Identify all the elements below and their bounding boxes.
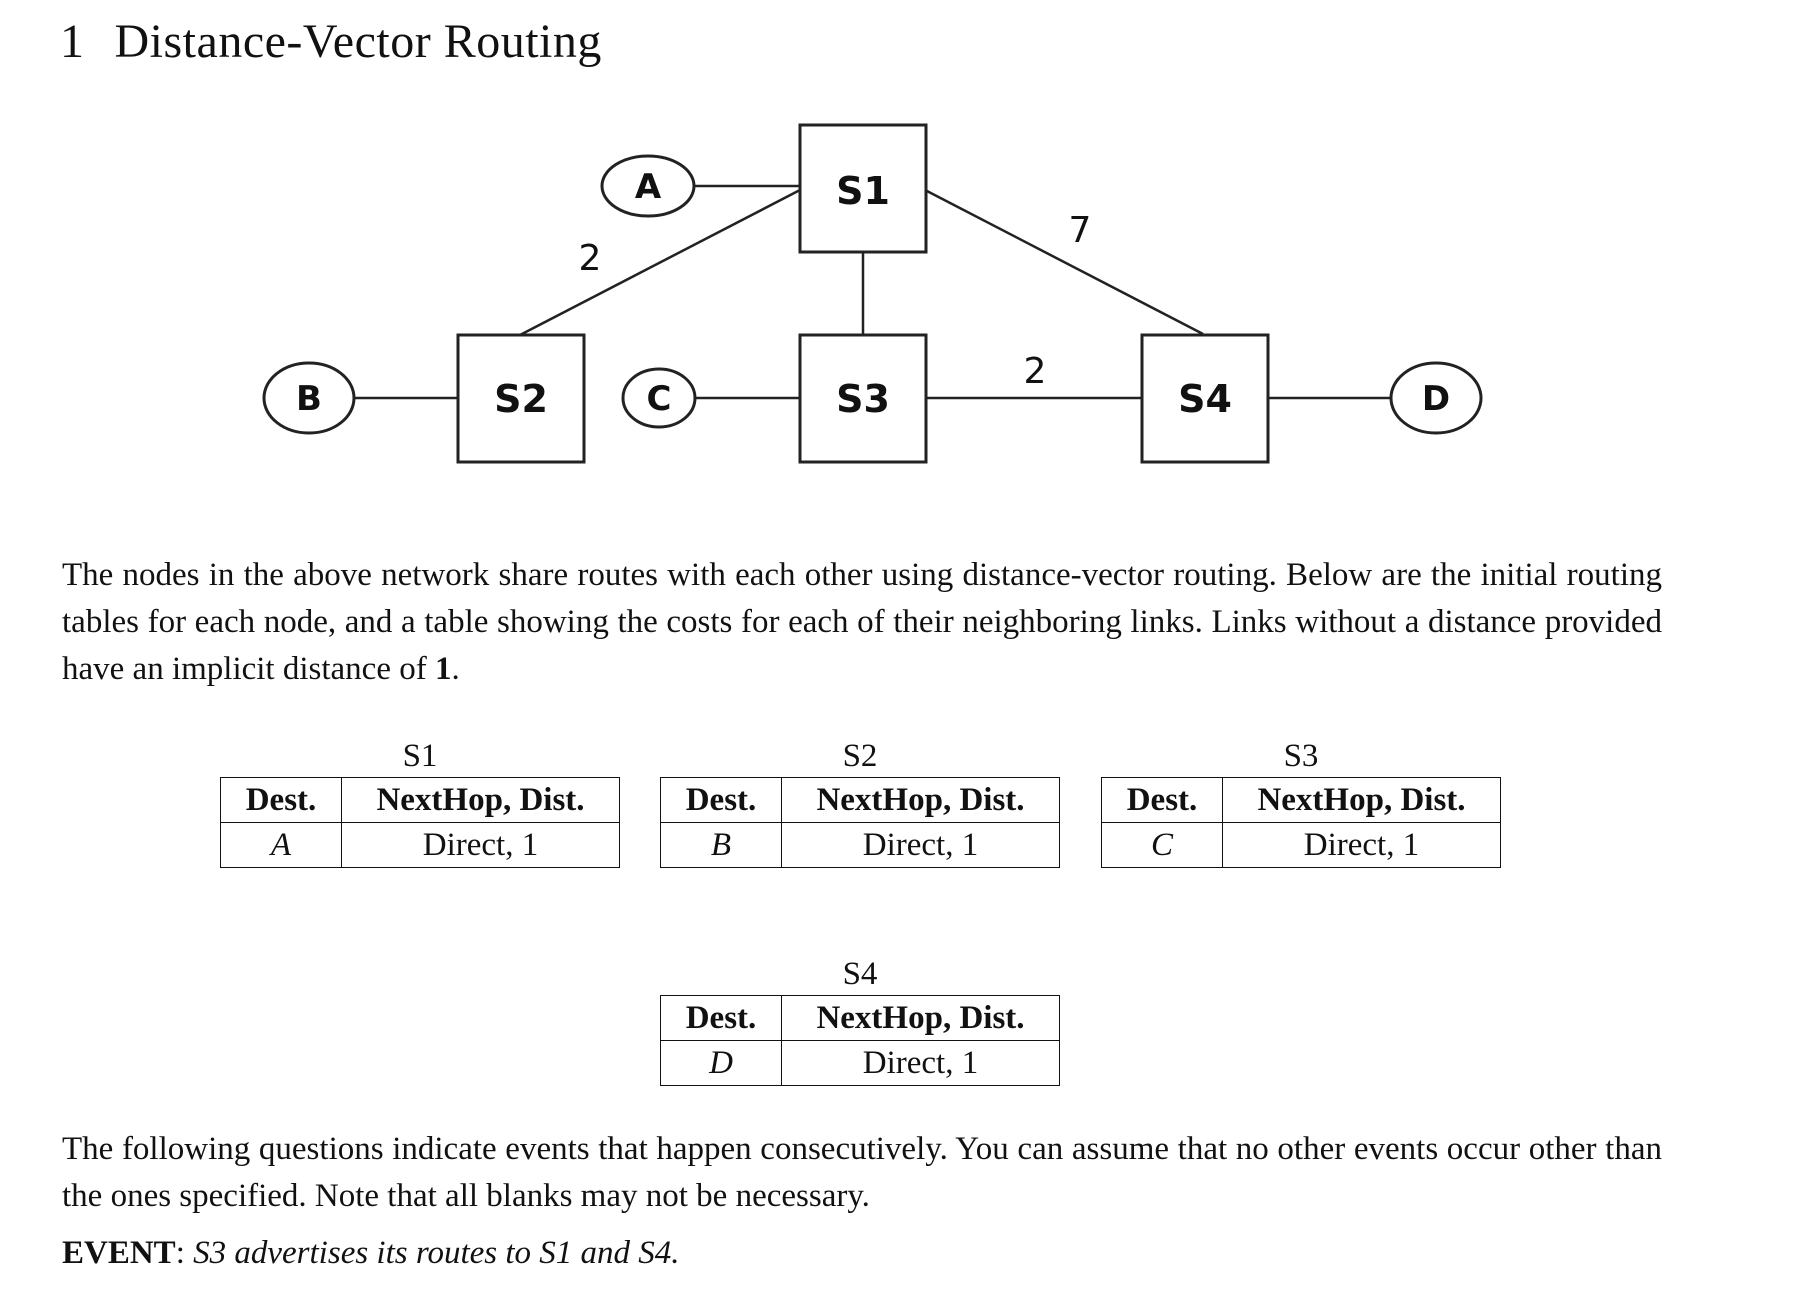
table-caption: S2 bbox=[842, 738, 878, 774]
link-s2-s1-cost: 2 bbox=[579, 238, 602, 279]
header-dest: Dest. bbox=[660, 995, 782, 1041]
host-d-label: D bbox=[1422, 379, 1450, 419]
switch-s4-label: S4 bbox=[1178, 377, 1232, 421]
event-text: S3 advertises its routes to S1 and S4. bbox=[193, 1235, 680, 1271]
events-paragraph: The following questions indicate events … bbox=[62, 1131, 1662, 1214]
link-s2-s1 bbox=[519, 188, 801, 337]
table-row: A Direct, 1 bbox=[220, 822, 620, 868]
host-d bbox=[1389, 361, 1483, 435]
header-dest: Dest. bbox=[1101, 777, 1223, 823]
switch-s1-label: S1 bbox=[836, 169, 890, 213]
cell-dest: D bbox=[660, 1040, 782, 1086]
table-caption: S1 bbox=[402, 738, 438, 774]
page-title: 1 Distance-Vector Routing bbox=[60, 14, 602, 69]
cell-dest: A bbox=[220, 822, 342, 868]
table-row: D Direct, 1 bbox=[660, 1040, 1060, 1086]
switch-s4 bbox=[1140, 333, 1270, 464]
switch-s2 bbox=[456, 333, 586, 464]
table-caption: S4 bbox=[842, 956, 878, 992]
host-a bbox=[600, 154, 696, 218]
routing-table-s1: S1 Dest. NextHop, Dist. A Direct, 1 bbox=[220, 735, 620, 868]
header-nexthop: NextHop, Dist. bbox=[781, 995, 1060, 1041]
cell-nexthop: Direct, 1 bbox=[341, 822, 620, 868]
event-line: EVENT: S3 advertises its routes to S1 an… bbox=[62, 1235, 680, 1272]
header-dest: Dest. bbox=[220, 777, 342, 823]
header-nexthop: NextHop, Dist. bbox=[341, 777, 620, 823]
routing-table-s3: S3 Dest. NextHop, Dist. C Direct, 1 bbox=[1101, 735, 1501, 868]
cell-nexthop: Direct, 1 bbox=[781, 1040, 1060, 1086]
section-title: Distance-Vector Routing bbox=[114, 15, 602, 68]
intro-text-end: . bbox=[451, 651, 460, 687]
link-s3-s4-cost: 2 bbox=[1024, 351, 1047, 392]
section-number: 1 bbox=[60, 15, 85, 68]
routing-table-s4: S4 Dest. NextHop, Dist. D Direct, 1 bbox=[660, 953, 1060, 1086]
table-caption: S3 bbox=[1283, 738, 1319, 774]
switch-s3-label: S3 bbox=[836, 377, 890, 421]
link-s1-s4-cost: 7 bbox=[1069, 210, 1092, 251]
event-label: EVENT bbox=[62, 1235, 176, 1271]
header-nexthop: NextHop, Dist. bbox=[781, 777, 1060, 823]
implicit-distance: 1 bbox=[434, 651, 452, 687]
network-diagram: S1 S2 S3 S4 A B C D 2 7 2 bbox=[262, 123, 1483, 464]
header-nexthop: NextHop, Dist. bbox=[1222, 777, 1501, 823]
table-row: C Direct, 1 bbox=[1101, 822, 1501, 868]
switch-s1 bbox=[798, 123, 928, 254]
cell-dest: B bbox=[660, 822, 782, 868]
intro-paragraph: The nodes in the above network share rou… bbox=[62, 552, 1662, 693]
host-b bbox=[262, 361, 356, 435]
cell-nexthop: Direct, 1 bbox=[781, 822, 1060, 868]
host-c bbox=[621, 367, 697, 429]
switch-s2-label: S2 bbox=[494, 377, 548, 421]
host-a-label: A bbox=[635, 167, 662, 207]
routing-table-s2: S2 Dest. NextHop, Dist. B Direct, 1 bbox=[660, 735, 1060, 868]
switch-s3 bbox=[798, 333, 928, 464]
intro-text: The nodes in the above network share rou… bbox=[62, 557, 1662, 687]
event-colon: : bbox=[175, 1235, 194, 1271]
cell-dest: C bbox=[1101, 822, 1223, 868]
table-row: B Direct, 1 bbox=[660, 822, 1060, 868]
host-c-label: C bbox=[647, 379, 672, 419]
link-s1-s4 bbox=[924, 188, 1204, 336]
header-dest: Dest. bbox=[660, 777, 782, 823]
host-b-label: B bbox=[296, 379, 322, 419]
cell-nexthop: Direct, 1 bbox=[1222, 822, 1501, 868]
